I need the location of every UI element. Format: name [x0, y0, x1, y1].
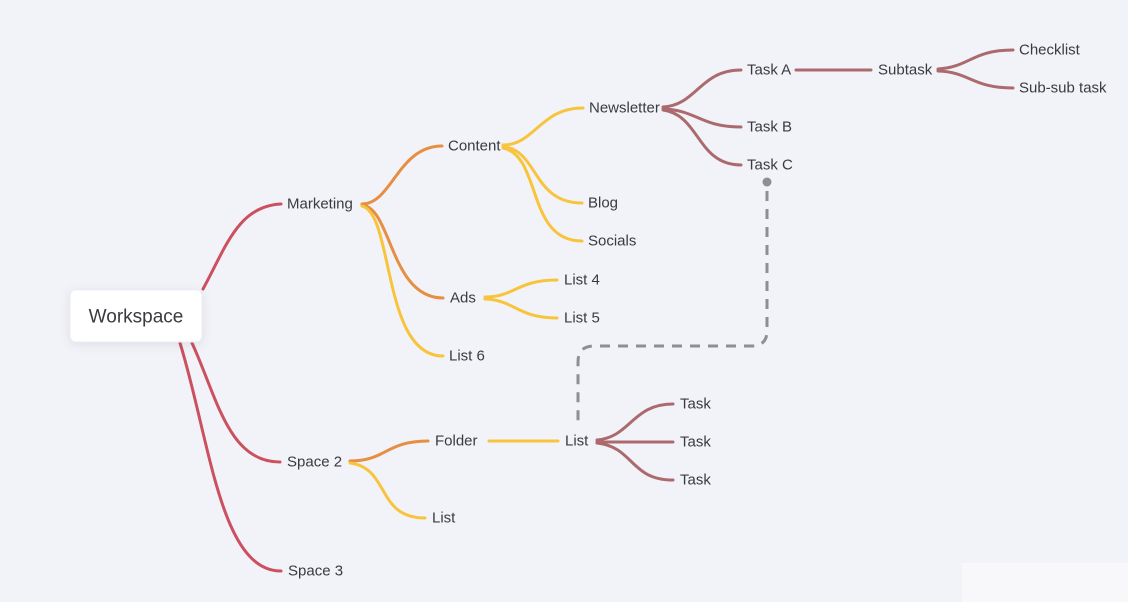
- node-subtask[interactable]: Subtask: [878, 62, 933, 79]
- node-sub-sub-task[interactable]: Sub-sub task: [1019, 80, 1107, 97]
- edge-marketing-list-6: [360, 204, 445, 358]
- node-blog[interactable]: Blog: [588, 195, 618, 212]
- node-task-c[interactable]: Task C: [747, 157, 793, 174]
- edges: [178, 48, 1015, 573]
- edge-space-2-list: [348, 461, 427, 520]
- edge-workspace-space-3: [178, 341, 283, 573]
- node-task-1[interactable]: Task: [680, 396, 711, 413]
- edge-newsletter-task-b: [661, 107, 743, 129]
- node-marketing[interactable]: Marketing: [287, 196, 353, 213]
- node-space-2[interactable]: Space 2: [287, 454, 342, 471]
- node-workspace-label[interactable]: Workspace: [89, 307, 184, 328]
- edge-list-task-1: [595, 402, 675, 442]
- connector-dashed-line: [576, 191, 769, 428]
- edge-marketing-ads: [360, 203, 445, 300]
- node-list-6[interactable]: List 6: [449, 348, 485, 365]
- node-space-3[interactable]: Space 3: [288, 563, 343, 580]
- edge-content-newsletter: [501, 106, 585, 147]
- node-task-a[interactable]: Task A: [747, 62, 791, 79]
- edge-ads-list-5: [483, 297, 559, 320]
- edge-content-blog: [501, 145, 584, 205]
- node-folder[interactable]: Folder: [435, 433, 478, 450]
- relationship-connector: [576, 177, 772, 428]
- node-task-2[interactable]: Task: [680, 434, 711, 451]
- node-labels: Marketing Content Newsletter Task A Subt…: [287, 42, 1107, 580]
- edge-space-2-folder: [348, 439, 430, 463]
- edge-ads-list-4: [483, 278, 559, 299]
- edge-content-socials: [501, 146, 584, 243]
- edge-subtask-checklist: [936, 48, 1015, 71]
- node-newsletter[interactable]: Newsletter: [589, 100, 660, 117]
- connector-dot: [762, 177, 772, 187]
- edge-list-task-3: [595, 441, 675, 482]
- node-list-4[interactable]: List 4: [564, 272, 600, 289]
- node-checklist[interactable]: Checklist: [1019, 42, 1081, 59]
- node-list-mid[interactable]: List: [565, 433, 589, 450]
- edge-workspace-space-2: [190, 341, 282, 464]
- node-list-5[interactable]: List 5: [564, 310, 600, 327]
- node-list-bottom[interactable]: List: [432, 510, 456, 527]
- edge-newsletter-task-c: [661, 108, 743, 167]
- edge-newsletter-task-a: [661, 68, 743, 109]
- edge-workspace-marketing: [201, 202, 283, 291]
- node-ads[interactable]: Ads: [450, 290, 476, 307]
- node-task-b[interactable]: Task B: [747, 119, 792, 136]
- workspace-box[interactable]: [69, 289, 203, 343]
- node-workspace[interactable]: Workspace: [69, 289, 203, 343]
- watermark-area: [962, 563, 1128, 602]
- node-task-3[interactable]: Task: [680, 472, 711, 489]
- node-content[interactable]: Content: [448, 138, 501, 155]
- edge-subtask-sub-sub-task: [936, 69, 1015, 90]
- edge-marketing-content: [360, 144, 444, 206]
- node-socials[interactable]: Socials: [588, 233, 636, 250]
